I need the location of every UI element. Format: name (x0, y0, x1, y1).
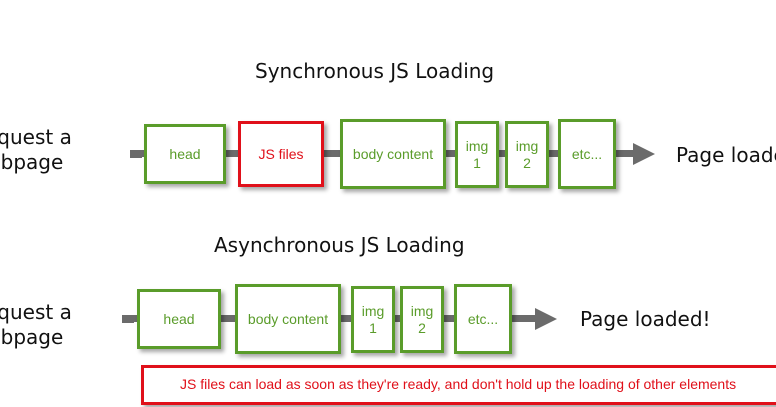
sync-arrow-head (633, 143, 655, 165)
async-js-note: JS files can load as soon as they're rea… (141, 365, 776, 405)
async-step-img-1: img 1 (351, 286, 395, 353)
async-title: Asynchronous JS Loading (214, 233, 465, 257)
sync-step-head: head (144, 124, 226, 184)
async-start-stub (122, 315, 134, 323)
async-arrow-head (535, 308, 557, 330)
async-step-img-2: img 2 (400, 286, 444, 353)
sync-step-img-2: img 2 (505, 121, 549, 188)
sync-step-etc: etc... (558, 119, 616, 189)
sync-request-text: Request a webpage (0, 125, 72, 174)
async-step-head: head (137, 289, 221, 349)
async-step-body-content: body content (235, 284, 341, 354)
async-step-etc: etc... (454, 284, 512, 354)
sync-start-stub (130, 150, 142, 158)
async-request-text: Request a webpage (0, 300, 72, 349)
async-request-label: Request a webpage (0, 300, 72, 350)
sync-step-img-1: img 1 (455, 121, 499, 188)
async-page-loaded-label: Page loaded! (580, 307, 711, 331)
sync-request-label: Request a webpage (0, 125, 72, 175)
sync-step-js-files: JS files (238, 121, 324, 187)
sync-title: Synchronous JS Loading (255, 59, 495, 83)
sync-page-loaded-label: Page loaded! (676, 143, 776, 167)
sync-step-body-content: body content (340, 119, 446, 189)
